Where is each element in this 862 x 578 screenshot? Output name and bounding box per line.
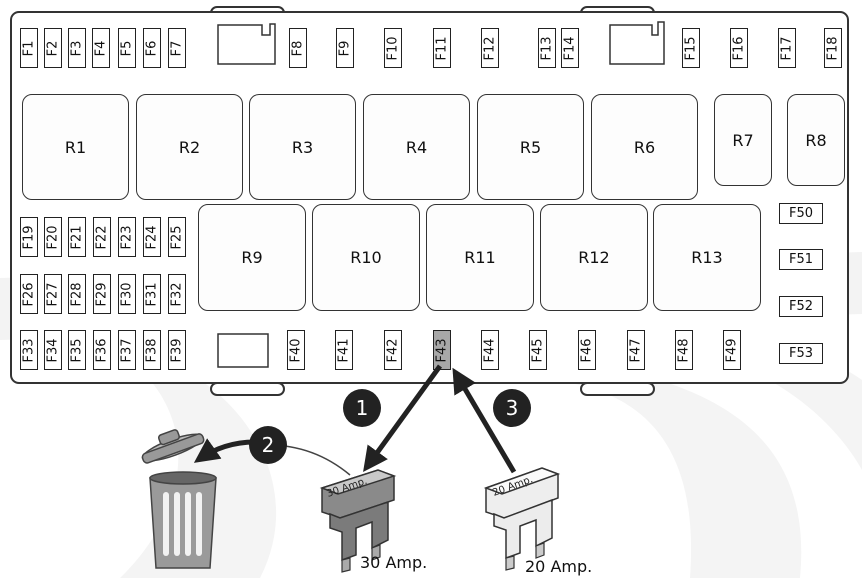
arrow-insert xyxy=(452,367,517,474)
fuse-f10[interactable]: F10 xyxy=(384,28,402,68)
fuse-f48[interactable]: F48 xyxy=(675,330,693,370)
fuse-f38[interactable]: F38 xyxy=(143,330,161,370)
fuse-f33[interactable]: F33 xyxy=(20,330,38,370)
arrow-discard xyxy=(193,438,256,463)
fuse-f3[interactable]: F3 xyxy=(68,28,86,68)
relay-r3[interactable]: R3 xyxy=(249,94,356,200)
fuse-f1[interactable]: F1 xyxy=(20,28,38,68)
fuse-f21[interactable]: F21 xyxy=(68,217,86,257)
fuse-f53[interactable]: F53 xyxy=(779,343,823,364)
fuse-f44[interactable]: F44 xyxy=(481,330,499,370)
step-3-number: 3 xyxy=(506,396,519,420)
fuse-f18[interactable]: F18 xyxy=(824,28,842,68)
fuse-f17[interactable]: F17 xyxy=(778,28,796,68)
fuse-f19[interactable]: F19 xyxy=(20,217,38,257)
step-1-number: 1 xyxy=(356,396,369,420)
fuse-f25[interactable]: F25 xyxy=(168,217,186,257)
step-2-badge xyxy=(249,426,287,464)
bottom-clip-right xyxy=(580,382,655,396)
fuse-f13[interactable]: F13 xyxy=(538,28,556,68)
fuse-f49[interactable]: F49 xyxy=(723,330,741,370)
relay-r11[interactable]: R11 xyxy=(426,204,534,311)
fuse-f40[interactable]: F40 xyxy=(287,330,305,370)
fuse-f32[interactable]: F32 xyxy=(168,274,186,314)
empty-socket-top-right xyxy=(609,21,665,65)
relay-r12[interactable]: R12 xyxy=(540,204,648,311)
fuse-f45[interactable]: F45 xyxy=(529,330,547,370)
step-1-badge xyxy=(343,389,381,427)
step-2-number: 2 xyxy=(262,433,275,457)
fuse-f27[interactable]: F27 xyxy=(44,274,62,314)
fuse-f22[interactable]: F22 xyxy=(93,217,111,257)
fuse-f41[interactable]: F41 xyxy=(335,330,353,370)
fuse-30-amp-icon xyxy=(319,469,397,573)
fuse-f47[interactable]: F47 xyxy=(627,330,645,370)
fuse-f11[interactable]: F11 xyxy=(433,28,451,68)
relay-r2[interactable]: R2 xyxy=(136,94,243,200)
fuse-f16[interactable]: F16 xyxy=(730,28,748,68)
fuse-f35[interactable]: F35 xyxy=(68,330,86,370)
fuse-f52[interactable]: F52 xyxy=(779,296,823,317)
fuse-f5[interactable]: F5 xyxy=(118,28,136,68)
fuse-f24[interactable]: F24 xyxy=(143,217,161,257)
relay-r1[interactable]: R1 xyxy=(22,94,129,200)
fuse-f31[interactable]: F31 xyxy=(143,274,161,314)
fuse-f14[interactable]: F14 xyxy=(561,28,579,68)
fuse-f9[interactable]: F9 xyxy=(336,28,354,68)
relay-r6[interactable]: R6 xyxy=(591,94,698,200)
fuse-f4[interactable]: F4 xyxy=(92,28,110,68)
empty-socket-top-left xyxy=(217,23,276,65)
fuse-f20[interactable]: F20 xyxy=(44,217,62,257)
fuse-f50[interactable]: F50 xyxy=(779,203,823,224)
fuse-f8[interactable]: F8 xyxy=(289,28,307,68)
trash-can-icon xyxy=(141,429,217,569)
fuse-f26[interactable]: F26 xyxy=(20,274,38,314)
fuse-f36[interactable]: F36 xyxy=(93,330,111,370)
fuse-30-amp-label: 30 Amp. xyxy=(360,553,428,572)
fuse-f46[interactable]: F46 xyxy=(578,330,596,370)
empty-socket-bottom xyxy=(217,333,269,368)
relay-r4[interactable]: R4 xyxy=(363,94,470,200)
fuse-f34[interactable]: F34 xyxy=(44,330,62,370)
relay-r7[interactable]: R7 xyxy=(714,94,772,186)
relay-r9[interactable]: R9 xyxy=(198,204,306,311)
arrow-remove xyxy=(363,364,443,473)
fuse-f7[interactable]: F7 xyxy=(168,28,186,68)
fuse-f43-highlighted[interactable]: F43 xyxy=(433,330,451,370)
fuse-f42[interactable]: F42 xyxy=(384,330,402,370)
fuse-f6[interactable]: F6 xyxy=(143,28,161,68)
bottom-clip-left xyxy=(210,382,285,396)
fuse-f51[interactable]: F51 xyxy=(779,249,823,270)
relay-r5[interactable]: R5 xyxy=(477,94,584,200)
fuse-f23[interactable]: F23 xyxy=(118,217,136,257)
relay-r13[interactable]: R13 xyxy=(653,204,761,311)
step-3-badge xyxy=(493,389,531,427)
fuse-f37[interactable]: F37 xyxy=(118,330,136,370)
fuse-f39[interactable]: F39 xyxy=(168,330,186,370)
fuse-20-amp-icon xyxy=(483,467,561,571)
fuse-f2[interactable]: F2 xyxy=(44,28,62,68)
fuse-f12[interactable]: F12 xyxy=(481,28,499,68)
fuse-f29[interactable]: F29 xyxy=(93,274,111,314)
fuse-f28[interactable]: F28 xyxy=(68,274,86,314)
fuse-20-amp-label: 20 Amp. xyxy=(525,557,593,576)
fuse-f30[interactable]: F30 xyxy=(118,274,136,314)
relay-r8[interactable]: R8 xyxy=(787,94,845,186)
relay-r10[interactable]: R10 xyxy=(312,204,420,311)
fuse-f15[interactable]: F15 xyxy=(682,28,700,68)
